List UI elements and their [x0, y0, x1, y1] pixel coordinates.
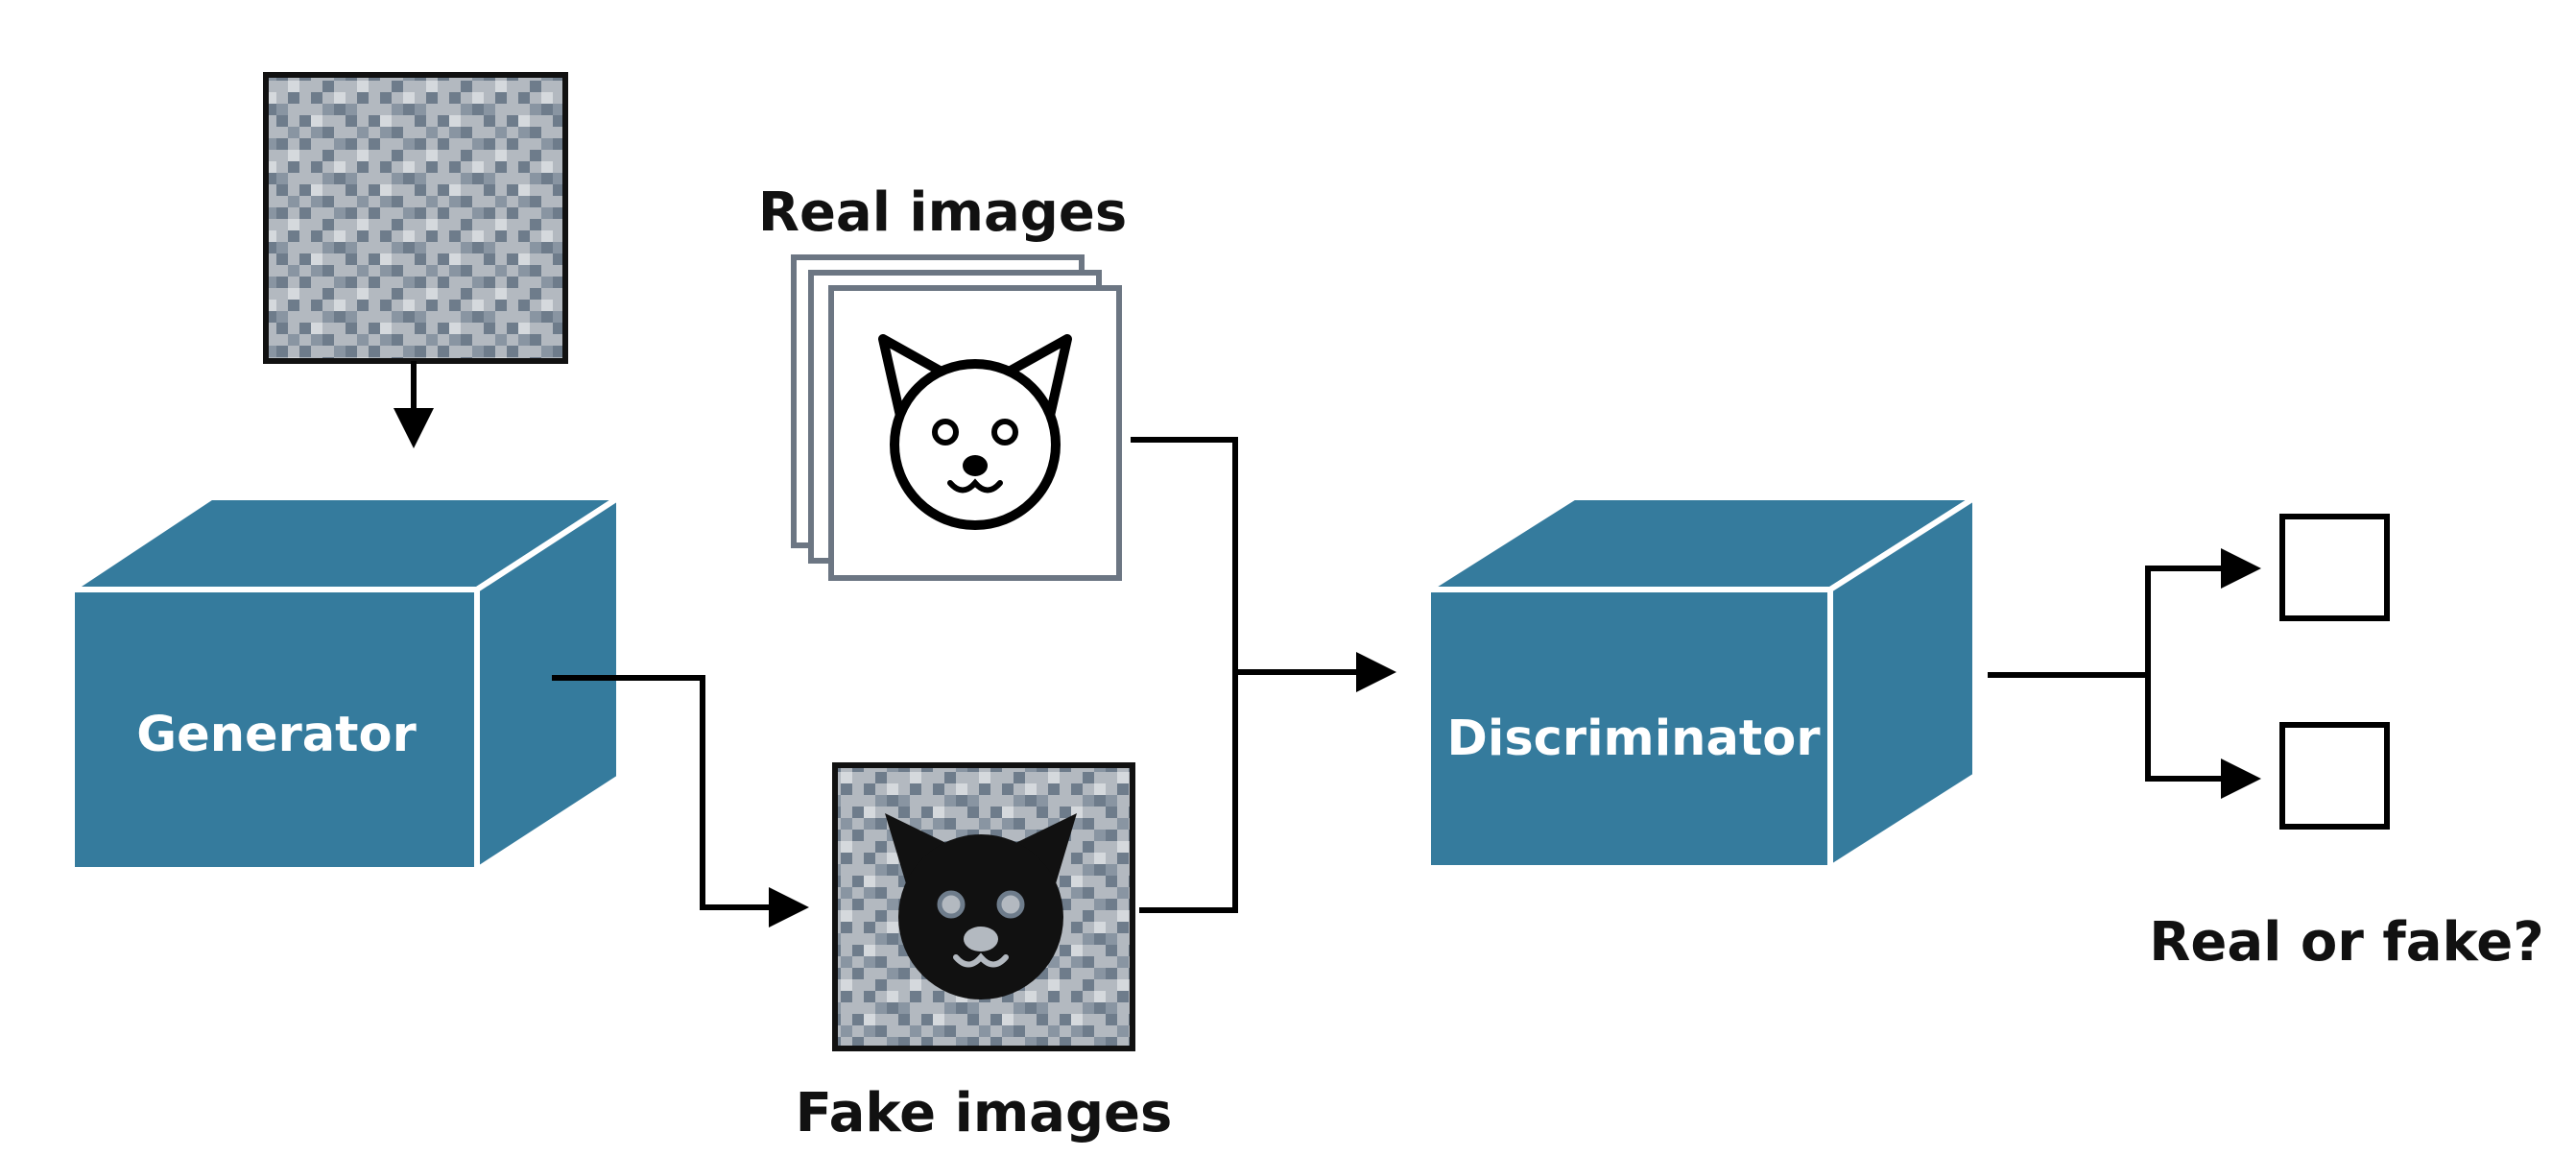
cat-face-noisy-icon	[885, 813, 1077, 999]
noise-input-icon	[263, 72, 568, 364]
output-choice-box-top	[2279, 514, 2390, 621]
fake-images-caption: Fake images	[796, 1082, 1173, 1144]
real-image-stack-icon	[791, 254, 1122, 581]
real-or-fake-caption: Real or fake?	[2149, 911, 2544, 974]
discriminator-box: Discriminator	[1418, 492, 1986, 874]
cat-face-outline-icon	[878, 334, 1072, 530]
generator-label: Generator	[136, 707, 416, 763]
arrow-generator-to-fake	[552, 675, 809, 927]
generator-box: Generator	[62, 492, 630, 876]
fake-image-icon	[832, 762, 1135, 1051]
output-choice-box-bottom	[2279, 722, 2390, 830]
arrow-real-to-join	[1131, 437, 1238, 913]
real-images-caption: Real images	[758, 181, 1127, 244]
discriminator-label: Discriminator	[1447, 710, 1821, 767]
